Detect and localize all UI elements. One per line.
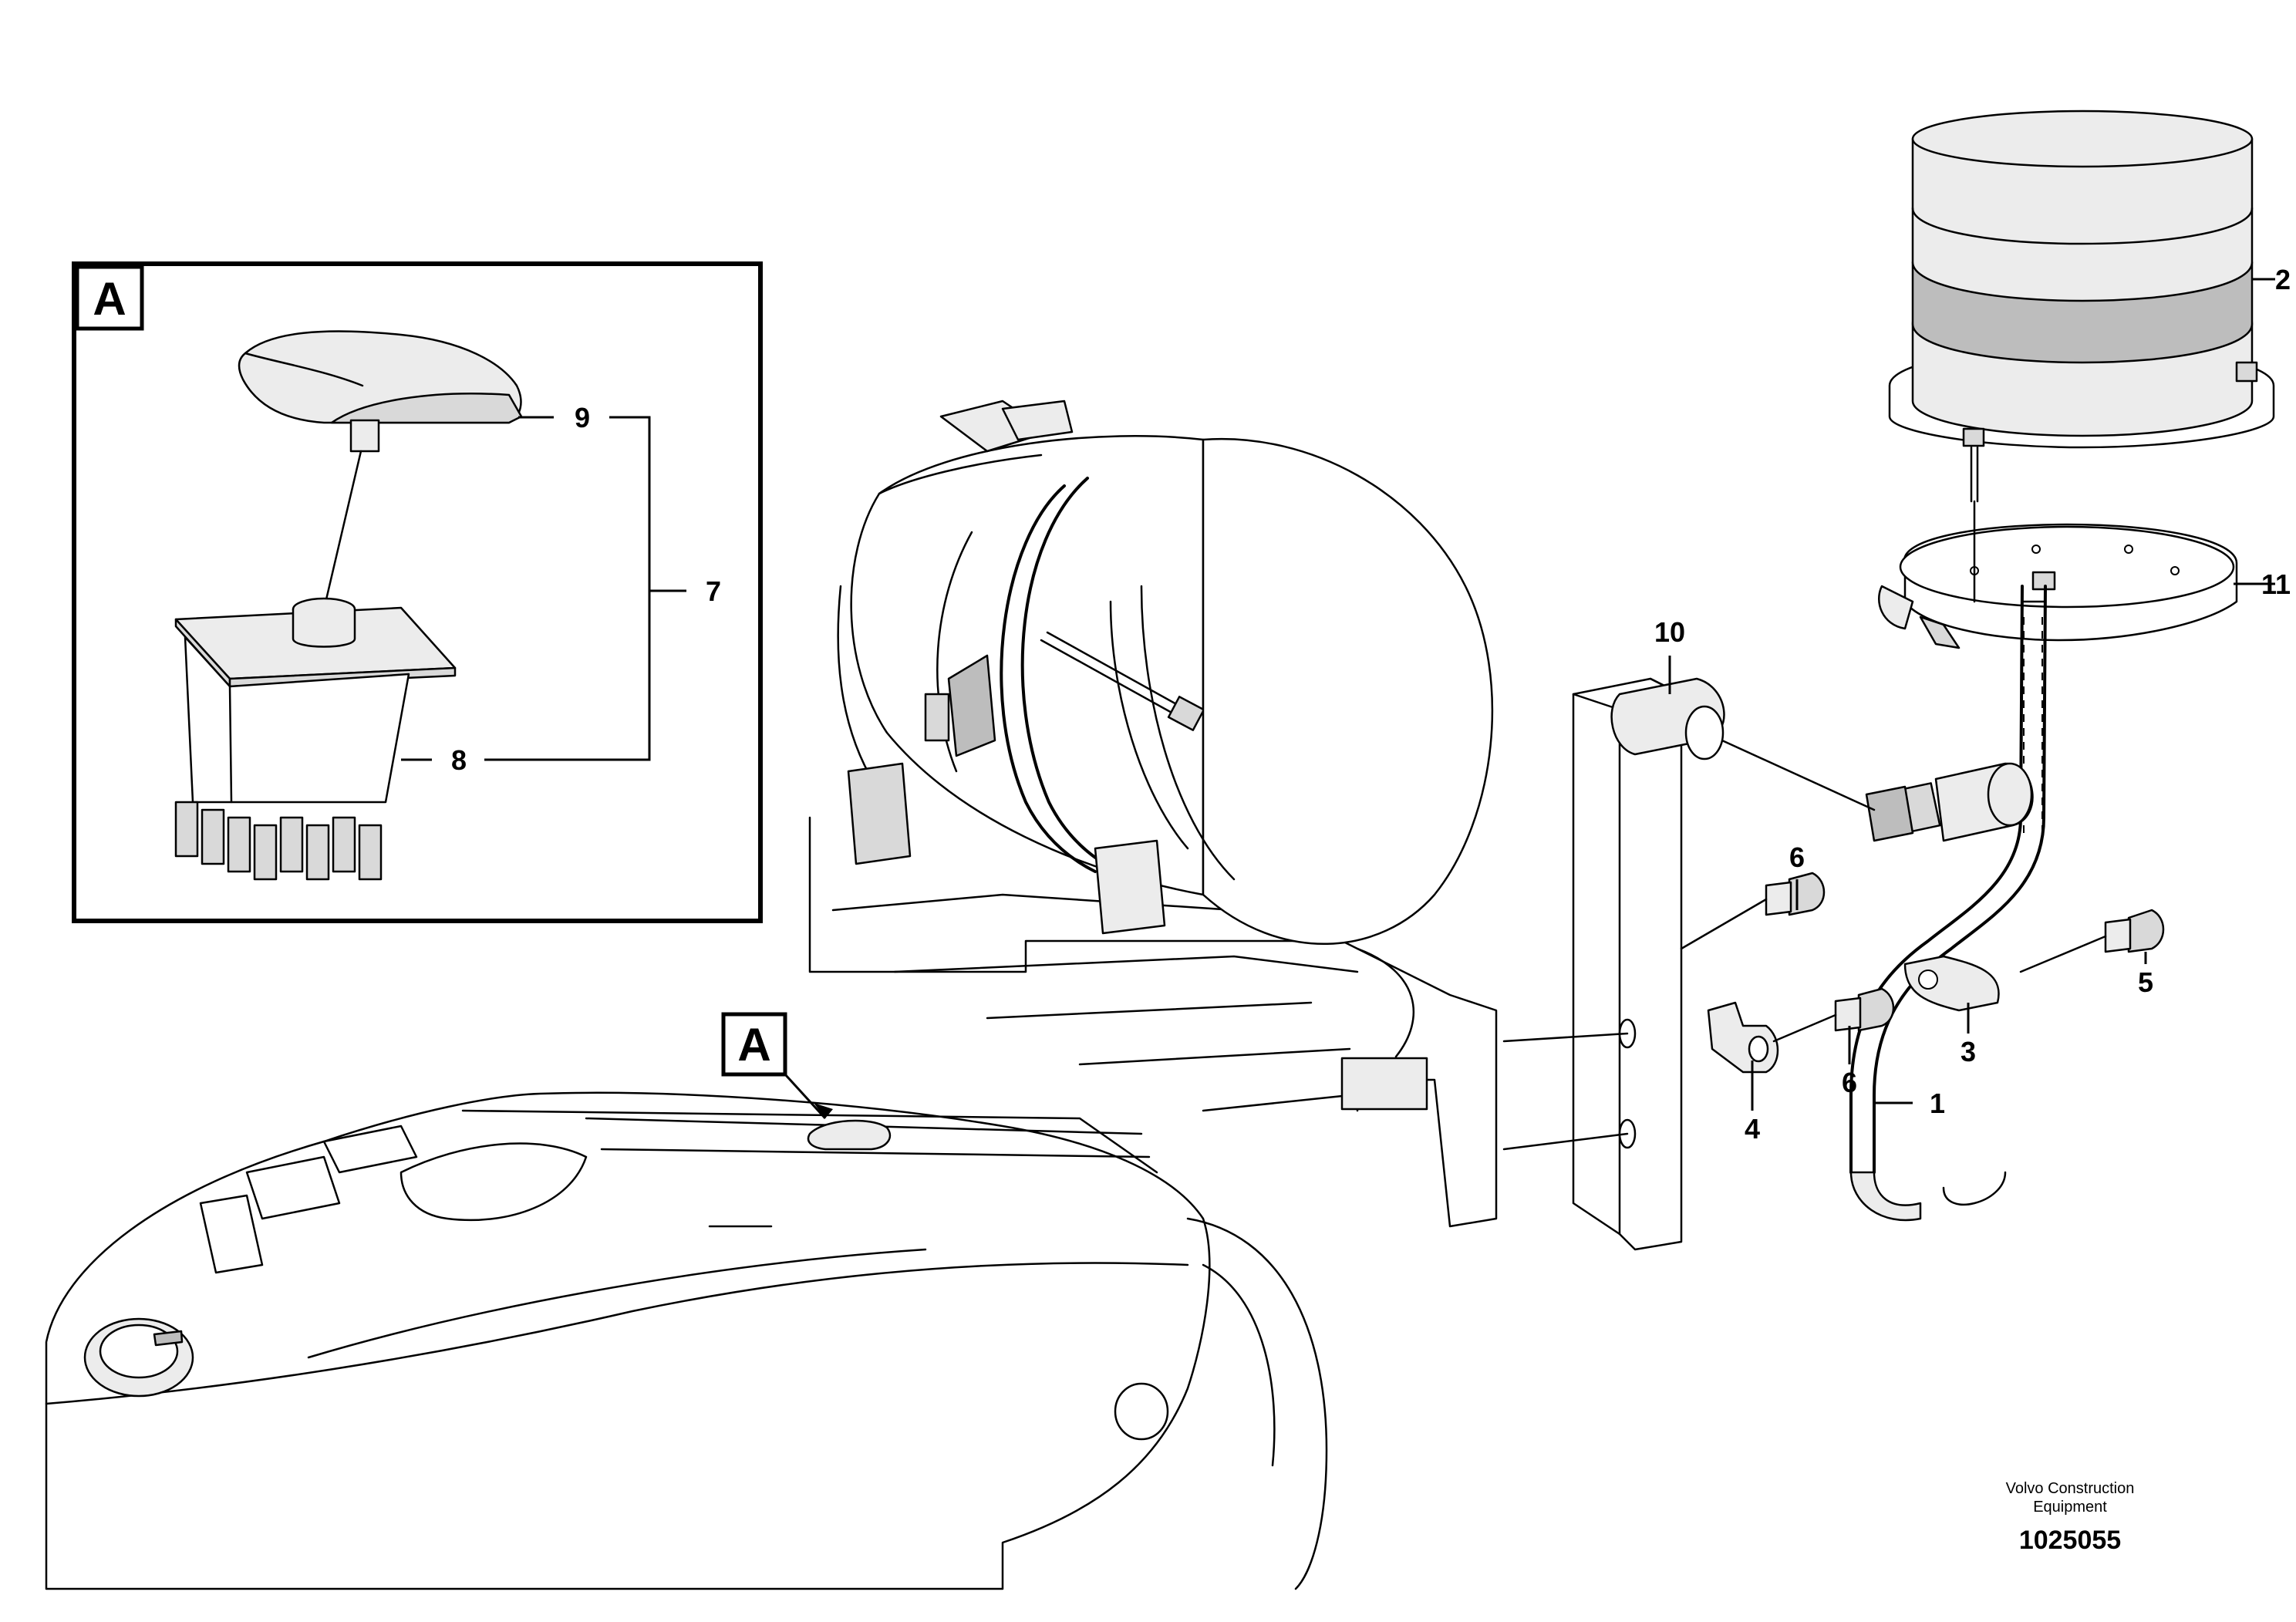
- callout-8: 8: [451, 744, 467, 776]
- ground-tab-drawing: [1707, 1001, 1779, 1074]
- bolt-5-drawing: [2019, 909, 2165, 973]
- brand-line-2: Equipment: [2033, 1499, 2107, 1516]
- cable-and-connector-drawing: [1695, 585, 2047, 1222]
- detail-marker-a: A: [721, 1012, 833, 1120]
- callout-10: 10: [1654, 616, 1685, 648]
- rocker-switch-drawing: [174, 597, 457, 881]
- callout-11: 11: [2261, 568, 2291, 600]
- callout-1: 1: [1930, 1088, 1945, 1119]
- cab-and-air-filter: [808, 400, 1498, 1228]
- callout-2: 2: [2275, 264, 2291, 295]
- detail-label-main: A: [737, 1019, 770, 1071]
- operator-console: [45, 1091, 1328, 1590]
- brand-line-1: Volvo Construction: [2006, 1480, 2135, 1497]
- callout-6-lower: 6: [1842, 1067, 1857, 1098]
- callout-9: 9: [575, 402, 590, 433]
- bolt-6-upper-drawing: [1680, 872, 1826, 950]
- detail-inset-a: A: [72, 261, 763, 923]
- beacon-bracket-drawing: [1502, 677, 1725, 1251]
- callout-4: 4: [1745, 1113, 1760, 1145]
- callout-leaders: [1668, 278, 2275, 1111]
- switch-knob-drawing: [238, 330, 523, 611]
- callout-5: 5: [2138, 966, 2153, 998]
- callout-3: 3: [1961, 1036, 1976, 1067]
- callout-6-upper: 6: [1789, 841, 1805, 873]
- detail-label-inset: A: [93, 273, 126, 325]
- callout-7: 7: [706, 575, 721, 607]
- rotating-beacon-drawing: [1888, 110, 2275, 503]
- switch-terminals: [174, 801, 383, 881]
- document-number: 1025055: [2019, 1526, 2121, 1555]
- mounting-plate-drawing: [1878, 500, 2238, 649]
- footer-block: Volvo Construction Equipment 1025055: [2006, 1480, 2135, 1555]
- bolt-6-lower-drawing: [1772, 987, 1895, 1043]
